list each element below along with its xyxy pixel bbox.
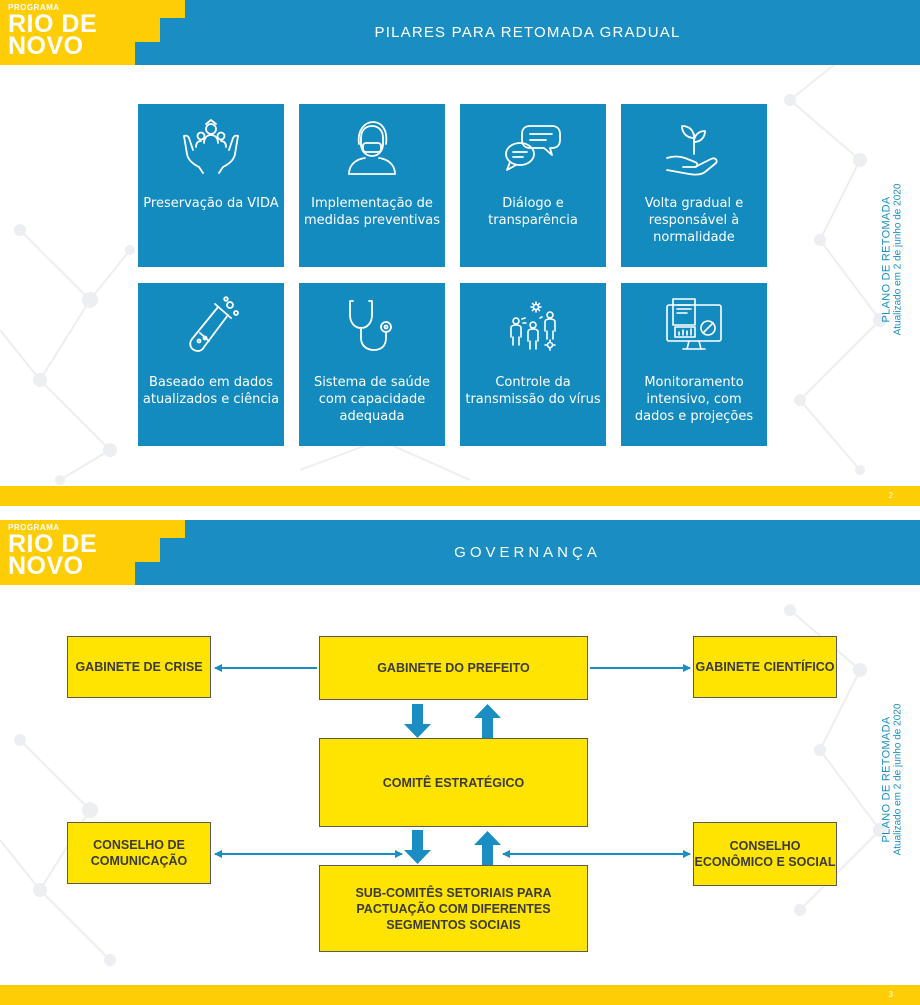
box-comite-estrategico: COMITÊ ESTRATÉGICO <box>319 738 588 827</box>
arrow-down-prefeito-estrategico <box>404 704 431 738</box>
pillar-tile-vida: Preservação da VIDA <box>138 104 284 267</box>
pillar-label: Monitoramento intensivo, com dados e pro… <box>634 375 754 424</box>
pillar-tile-dados: Baseado em dados atualizados e ciência <box>138 283 284 446</box>
pillar-label: Diálogo e transparência <box>488 196 578 228</box>
side-caption: PLANO DE RETOMADA Atualizado em 2 de jun… <box>880 183 904 336</box>
pillar-tile-volta: Volta gradual e responsável à normalidad… <box>621 104 767 267</box>
header-bar <box>135 0 920 65</box>
pillar-label: Baseado em dados atualizados e ciência <box>142 375 280 407</box>
footer-bar: 3 <box>0 985 920 1005</box>
virus-people-icon <box>510 301 556 351</box>
arrow-up-estrategico-prefeito <box>474 704 501 738</box>
page-number: 2 <box>888 491 893 500</box>
program-logo-text: PROGRAMA RIO DE NOVO <box>8 523 98 580</box>
pillar-label: Preservação da VIDA <box>143 196 279 211</box>
pillar-tile-transmissao: Controle da transmissão do vírus <box>460 283 606 446</box>
test-tube-icon <box>189 296 239 352</box>
slide-pilares: PILARES PARA RETOMADA GRADUAL PROGRAMA R… <box>0 0 920 506</box>
pillar-label: Sistema de saúde com capacidade adequada <box>313 375 431 424</box>
page-number: 3 <box>888 990 893 999</box>
speech-bubbles-icon <box>505 125 561 171</box>
slide-governanca: GOVERNANÇA PROGRAMA RIO DE NOVO GABINETE… <box>0 520 920 1005</box>
box-conselho-comunicacao: CONSELHO DE COMUNICAÇÃO <box>67 822 211 884</box>
slide-title: PILARES PARA RETOMADA GRADUAL <box>374 24 681 41</box>
hand-plant-icon <box>666 125 718 176</box>
box-gabinete-do-prefeito: GABINETE DO PREFEITO <box>319 636 588 700</box>
monitor-dashboard-icon <box>666 298 722 350</box>
arrow-down-estrategico-subcomites <box>404 830 431 864</box>
pillar-label: Volta gradual e responsável à normalidad… <box>644 196 744 245</box>
box-sub-comites-setoriais: SUB-COMITÊS SETORIAIS PARA PACTUAÇÃO COM… <box>319 865 588 952</box>
slide-title: GOVERNANÇA <box>454 544 601 561</box>
header-bar <box>135 520 920 585</box>
footer-bar: 2 <box>0 486 920 506</box>
arrow-up-subcomites-estrategico <box>474 831 501 865</box>
pillar-label: Controle da transmissão do vírus <box>465 375 601 407</box>
hands-heart-people-icon <box>183 119 239 174</box>
pillar-label: Implementação de medidas preventivas <box>303 196 441 228</box>
pillar-tile-monitoramento: Monitoramento intensivo, com dados e pro… <box>621 283 767 446</box>
pillar-tile-medidas: Implementação de medidas preventivas <box>299 104 445 267</box>
program-logo-text: PROGRAMA RIO DE NOVO <box>8 3 98 60</box>
pillar-tile-saude: Sistema de saúde com capacidade adequada <box>299 283 445 446</box>
side-caption: PLANO DE RETOMADA Atualizado em 2 de jun… <box>880 703 904 856</box>
slide-gap <box>0 506 920 520</box>
box-conselho-economico-social: CONSELHO ECONÔMICO E SOCIAL <box>693 822 837 886</box>
box-gabinete-cientifico: GABINETE CIENTÍFICO <box>693 636 837 698</box>
pillar-tile-dialogo: Diálogo e transparência <box>460 104 606 267</box>
masked-person-icon <box>348 121 396 175</box>
box-gabinete-de-crise: GABINETE DE CRISE <box>67 636 211 698</box>
stethoscope-icon <box>349 300 392 351</box>
